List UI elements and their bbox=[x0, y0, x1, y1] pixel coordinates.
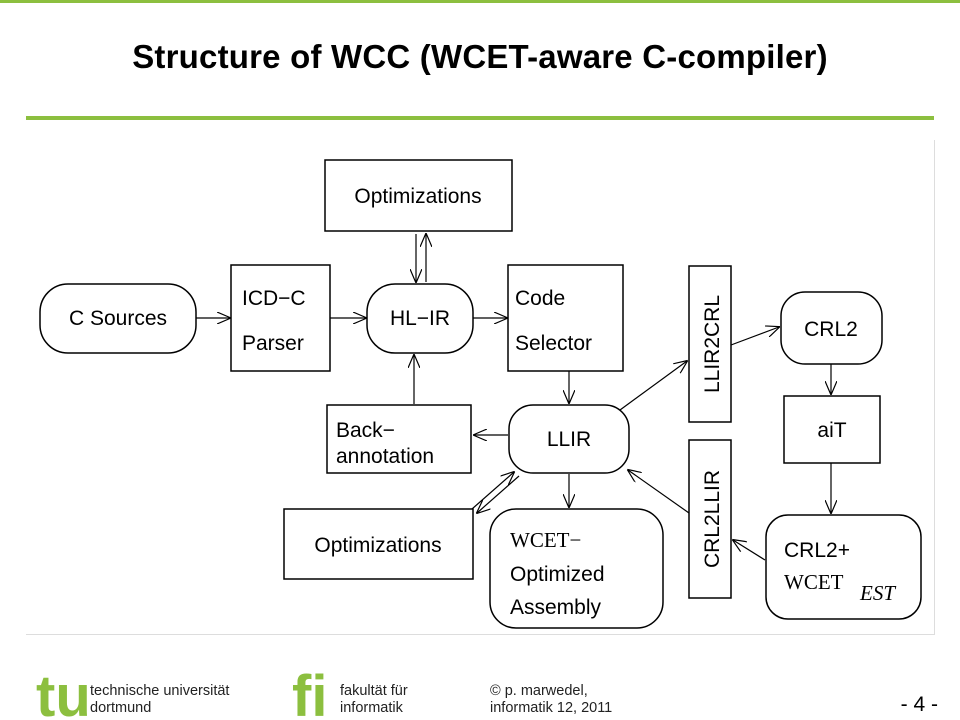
edge-crl2plus-crl2llir bbox=[733, 540, 766, 561]
title-underline bbox=[26, 116, 934, 120]
icd-c-label: ICD−C bbox=[242, 287, 306, 310]
crl2llir-label: CRL2LLIR bbox=[701, 470, 724, 568]
crl2-label: CRL2 bbox=[804, 318, 858, 341]
llir-box bbox=[508, 404, 630, 474]
wcet-dash-label: WCET− bbox=[510, 528, 581, 552]
crl2llir-box bbox=[688, 439, 732, 599]
icd-c-parser-box bbox=[230, 264, 331, 372]
crl2-plus-label: CRL2+ bbox=[784, 539, 850, 562]
top-accent-rule bbox=[0, 0, 960, 3]
optimizations-top-box bbox=[324, 159, 513, 232]
llir2crl-label: LLIR2CRL bbox=[701, 295, 724, 393]
copyright-line-2: informatik 12, 2011 bbox=[490, 700, 613, 716]
edge-llir2crl-crl2 bbox=[730, 327, 779, 346]
annotation-label: annotation bbox=[336, 445, 434, 468]
tu-logo-text: tu bbox=[36, 664, 91, 720]
code-selector-box bbox=[507, 264, 624, 372]
optimizations-bottom-label: Optimizations bbox=[314, 534, 441, 557]
university-line-1: technische universität bbox=[90, 683, 230, 699]
edge-opt-to-llir bbox=[471, 472, 514, 510]
back-annotation-box bbox=[326, 404, 472, 474]
slide-title: Structure of WCC (WCET-aware C-compiler) bbox=[132, 38, 828, 75]
ait-box bbox=[783, 395, 881, 464]
edge-crl2llir-llir bbox=[628, 470, 690, 514]
c-sources-label: C Sources bbox=[69, 307, 167, 330]
university-line-2: dortmund bbox=[90, 700, 152, 716]
university-name: technische universität dortmund bbox=[90, 683, 229, 717]
tu-logo: tu bbox=[36, 664, 91, 720]
fi-logo: fi bbox=[292, 664, 327, 720]
copyright-notice: © p. marwedel, informatik 12, 2011 bbox=[490, 683, 612, 717]
est-label: EST bbox=[859, 581, 896, 605]
parser-label: Parser bbox=[242, 332, 304, 355]
faculty-name: fakultät für informatik bbox=[340, 683, 408, 717]
optimizations-top-label: Optimizations bbox=[354, 185, 481, 208]
wcet-optimized-assembly-box bbox=[489, 508, 664, 629]
edge-llir-to-opt bbox=[477, 475, 520, 513]
ait-label: aiT bbox=[817, 419, 846, 442]
hl-ir-label: HL−IR bbox=[390, 307, 450, 330]
crl2-plus-box bbox=[765, 514, 922, 620]
wcet-label: WCET bbox=[784, 570, 844, 594]
assembly-label: Assembly bbox=[510, 596, 602, 619]
optimized-label: Optimized bbox=[510, 563, 605, 586]
page-number: - 4 - bbox=[900, 693, 938, 716]
faculty-line-2: informatik bbox=[340, 700, 403, 716]
copyright-line-1: © p. marwedel, bbox=[490, 683, 588, 699]
faculty-line-1: fakultät für bbox=[340, 683, 408, 699]
selector-label: Selector bbox=[515, 332, 592, 355]
optimizations-bottom-box bbox=[283, 508, 474, 580]
fi-logo-text: fi bbox=[292, 664, 327, 720]
llir2crl-box bbox=[688, 265, 732, 423]
back-label: Back− bbox=[336, 419, 395, 442]
code-label: Code bbox=[515, 287, 565, 310]
llir-label: LLIR bbox=[547, 428, 591, 451]
diagram-frame bbox=[26, 140, 935, 635]
edge-llir-llir2crl bbox=[619, 361, 687, 411]
